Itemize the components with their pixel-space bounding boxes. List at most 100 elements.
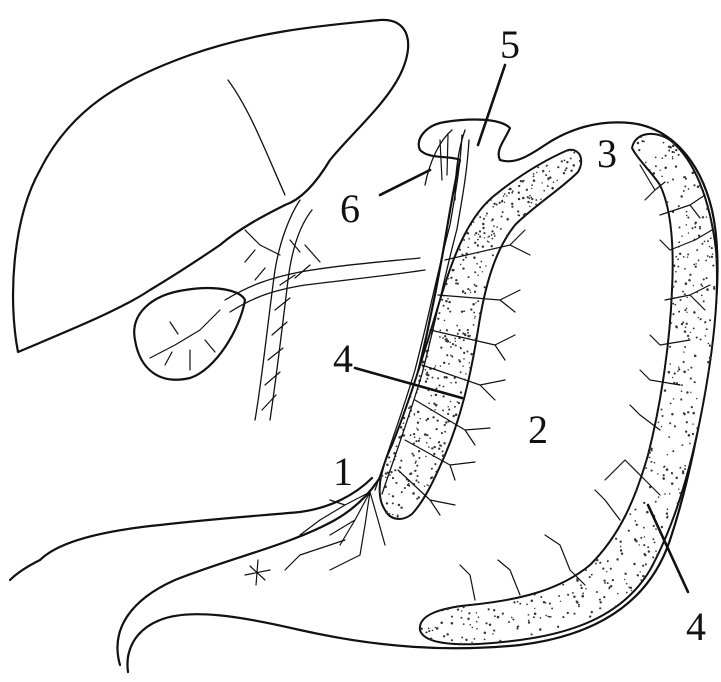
stipple-dot <box>628 530 630 532</box>
stipple-dot <box>658 496 660 498</box>
stipple-dot <box>470 353 472 355</box>
stipple-dot <box>709 246 710 247</box>
stipple-dot <box>413 455 415 457</box>
stipple-dot <box>570 150 572 152</box>
stipple-dot <box>655 157 657 159</box>
stipple-dot <box>677 266 679 268</box>
stipple-dot <box>428 628 430 630</box>
stipple-dot <box>475 302 476 303</box>
stipple-dot <box>690 332 691 333</box>
stipple-dot <box>679 492 681 494</box>
stipple-dot <box>664 493 666 495</box>
stipple-dot <box>534 613 537 616</box>
stipple-dot <box>474 316 475 317</box>
stipple-dot <box>486 212 488 214</box>
stipple-dot <box>531 188 532 189</box>
stipple-dot <box>610 568 612 570</box>
stipple-dot <box>565 167 567 169</box>
stipple-dot <box>431 468 433 470</box>
stipple-dot <box>615 538 617 540</box>
stipple-dot <box>690 378 692 380</box>
stipple-dot <box>553 181 555 183</box>
stipple-dot <box>398 504 400 506</box>
stipple-dot <box>513 601 515 603</box>
stipple-dot <box>645 162 647 164</box>
stipple-dot <box>683 190 685 192</box>
stipple-dot <box>522 197 525 200</box>
stipple-dot <box>468 612 470 614</box>
stipple-dot <box>477 300 479 302</box>
stipple-dot <box>479 312 481 314</box>
stipple-dot <box>452 415 455 418</box>
stipple-dot <box>671 296 673 298</box>
stipple-dot <box>425 369 427 371</box>
stipple-dot <box>589 615 591 617</box>
stipple-dot <box>667 182 669 184</box>
stipple-dot <box>617 593 619 595</box>
stipple-dot <box>430 637 433 640</box>
stipple-dot <box>415 440 417 442</box>
stipple-dot <box>678 241 680 243</box>
stipple-dot <box>511 206 513 208</box>
stipple-dot <box>443 635 445 637</box>
stipple-dot <box>682 291 684 293</box>
stipple-dot <box>567 150 569 152</box>
stipple-dot <box>636 490 638 492</box>
stipple-dot <box>596 559 599 562</box>
stipple-dot <box>388 493 389 494</box>
stipple-dot <box>483 218 485 220</box>
stipple-dot <box>545 615 547 617</box>
stipple-dot <box>683 256 685 258</box>
stipple-dot <box>473 221 474 222</box>
stipple-dot <box>439 444 441 446</box>
stipple-dot <box>704 241 706 243</box>
stipple-dot <box>445 376 447 378</box>
stipple-dot <box>636 524 638 526</box>
stipple-dot <box>674 425 676 427</box>
stipple-dot <box>709 319 711 321</box>
stipple-dot <box>599 562 601 564</box>
stipple-dot <box>705 335 707 337</box>
stipple-dot <box>455 279 457 281</box>
stipple-dot <box>702 216 704 218</box>
label-2: 2 <box>528 407 548 452</box>
stipple-dot <box>693 264 695 266</box>
stipple-dot <box>493 203 495 205</box>
stipple-dot <box>616 558 618 560</box>
stipple-dot <box>494 235 496 237</box>
stipple-dot <box>557 166 559 168</box>
stipple-dot <box>430 477 432 479</box>
stipple-dot <box>463 239 465 241</box>
stipple-dot <box>385 476 387 478</box>
stipple-dot <box>438 441 440 443</box>
stipple-dot <box>428 630 430 632</box>
stipple-dot <box>699 185 701 187</box>
stipple-dot <box>448 301 450 303</box>
stipple-dot <box>638 149 640 151</box>
stipple-dot <box>664 167 667 170</box>
stipple-dot <box>686 323 688 325</box>
stipple-dot <box>712 253 714 255</box>
stipple-dot <box>403 422 405 424</box>
stipple-dot <box>476 263 478 265</box>
stipple-dot <box>400 426 403 429</box>
stipple-dot <box>426 378 428 380</box>
stipple-dot <box>644 536 645 537</box>
stipple-dot <box>475 232 477 234</box>
stipple-dot <box>540 617 542 619</box>
stipple-dot <box>643 544 645 546</box>
stipple-dot <box>428 446 430 448</box>
stipple-dot <box>467 232 469 234</box>
stipple-dot <box>478 234 479 235</box>
stipple-dot <box>678 226 680 228</box>
stipple-dot <box>604 582 606 584</box>
stipple-dot <box>696 336 698 338</box>
stipple-dot <box>567 594 569 596</box>
stipple-dot <box>642 565 644 567</box>
stipple-dot <box>502 613 504 615</box>
stipple-dot <box>464 333 466 335</box>
stipple-dot <box>434 446 436 448</box>
stipple-dot <box>447 298 449 300</box>
stipple-dot <box>451 355 453 357</box>
stipple-dot <box>655 528 657 530</box>
